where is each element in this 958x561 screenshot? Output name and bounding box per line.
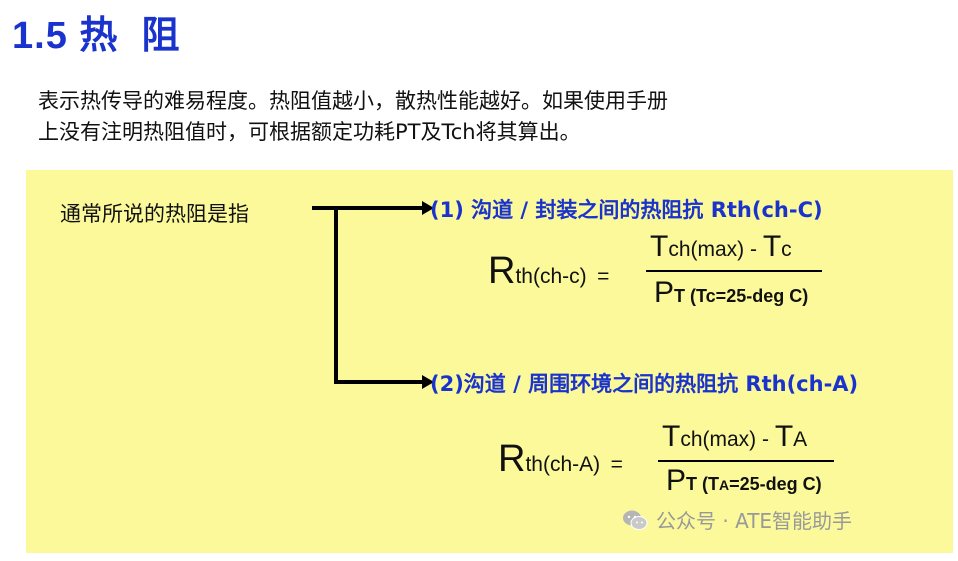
formula-1-lhs: Rth(ch-c) = [488,250,609,293]
formula-1-den-cond: (Tc=25-deg C) [685,286,809,306]
page-title: 1.5 热 阻 [12,15,181,57]
formula-2-den-cond-sub: A [719,477,730,493]
item-channel-ambient: (2)沟道 / 周围环境之间的热阻抗 Rth(ch-A) [430,372,859,396]
formula-1-num-T1: T [650,230,669,263]
formula-2-den-cond-open: (T [697,474,720,494]
arrow-right-icon [422,201,434,215]
formula-1-numerator: Tch(max) - Tc [650,230,792,264]
formula-1-fraction-line [646,270,822,272]
formula-2-num-sub1: ch(max) - [680,428,775,451]
formula-1-den-T: T [674,286,686,306]
formula-2-num-T2: T [774,420,794,453]
formula-1-num-sub1: ch(max) - [668,238,763,261]
watermark-text: 公众号 · ATE智能助手 [656,509,853,533]
formula-1-num-sub2: c [781,238,792,261]
formula-1-equals: = [597,265,610,288]
formula-2-equals: = [610,453,623,476]
formula-1-R: R [488,250,516,292]
definition-box: 通常所说的热阻是指 (1) 沟道 / 封装之间的热阻抗 Rth(ch-C) (2… [26,170,953,553]
bracket-vertical-line [334,206,338,384]
formula-1-lhs-sub: th(ch-c) [515,265,587,288]
formula-2-den-P: P [666,464,687,497]
intro-line-1: 表示热传导的难易程度。热阻值越小，散热性能越好。如果使用手册 [38,89,668,113]
arrow-right-icon [422,375,434,389]
wechat-icon [623,510,648,530]
formula-2-num-sub2: A [793,428,808,451]
item-channel-case: (1) 沟道 / 封装之间的热阻抗 Rth(ch-C) [430,198,823,222]
formula-2-lhs: Rth(ch-A) = [498,438,623,481]
bracket-top-line [312,206,424,210]
formula-1-den-P: P [654,276,675,309]
formula-1-denominator: PT (Tc=25-deg C) [654,276,808,310]
watermark: 公众号 · ATE智能助手 [622,505,852,534]
formula-2-fraction-line [658,460,834,462]
formula-2-num-T1: T [662,420,681,453]
formula-2-R: R [498,438,526,480]
formula-1-num-T2: T [762,230,782,263]
bracket-bottom-line [334,380,424,384]
intro-paragraph: 表示热传导的难易程度。热阻值越小，散热性能越好。如果使用手册 上没有注明热阻值时… [38,86,668,148]
intro-line-2: 上没有注明热阻值时，可根据额定功耗PT及Tch将其算出。 [38,120,581,144]
formula-2-den-T: T [686,474,698,494]
formula-2-numerator: Tch(max) - TA [662,420,807,454]
formula-2-lhs-sub: th(ch-A) [525,453,601,476]
lead-text: 通常所说的热阻是指 [60,202,249,226]
formula-2-denominator: PT (TA=25-deg C) [666,464,822,498]
formula-2-den-cond-close: =25-deg C) [729,474,822,494]
